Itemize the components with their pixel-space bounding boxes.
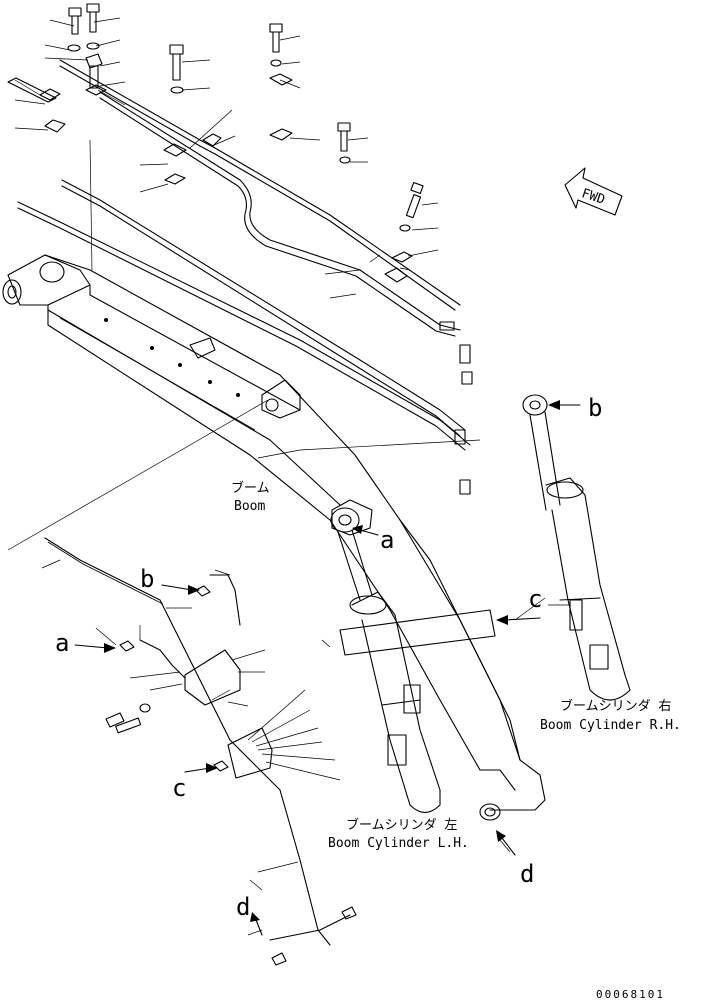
ref-letter-a-top: a — [380, 526, 394, 554]
hydraulic-tubes — [17, 59, 473, 495]
clamps-top-left — [7, 77, 222, 185]
boom-cylinder-rh — [522, 394, 631, 701]
boom-label-jp: ブーム — [231, 480, 270, 496]
ref-letter-a-left: a — [55, 629, 69, 657]
boom-cylinder-lh-label-jp: ブームシリンダ 左 — [346, 817, 457, 833]
boom-cylinder-rh-label-jp: ブームシリンダ 右 — [560, 698, 671, 714]
ref-letter-c-left: c — [172, 774, 186, 802]
reference-arrows — [74, 400, 581, 936]
boom — [2, 254, 546, 821]
fwd-label: FWD — [580, 186, 607, 208]
boom-cylinder-lh — [330, 507, 441, 814]
ref-letter-c-right: c — [528, 585, 542, 613]
boom-cylinder-rh-label-en: Boom Cylinder R.H. — [540, 718, 681, 733]
bolt-group-top-mid — [169, 23, 424, 283]
ref-letter-b-top: b — [588, 394, 602, 422]
boom-label-en: Boom — [234, 499, 265, 514]
ref-letter-d-right: d — [520, 860, 534, 888]
leader-lines — [7, 17, 570, 936]
boom-cylinder-lh-label-en: Boom Cylinder L.H. — [328, 836, 469, 851]
drawing-number: 00068101 — [596, 988, 665, 1001]
ref-letter-b-left: b — [140, 565, 154, 593]
harness-left — [44, 537, 357, 966]
ref-letter-d-left: d — [236, 893, 250, 921]
fwd-arrow-icon: FWD — [564, 167, 623, 216]
